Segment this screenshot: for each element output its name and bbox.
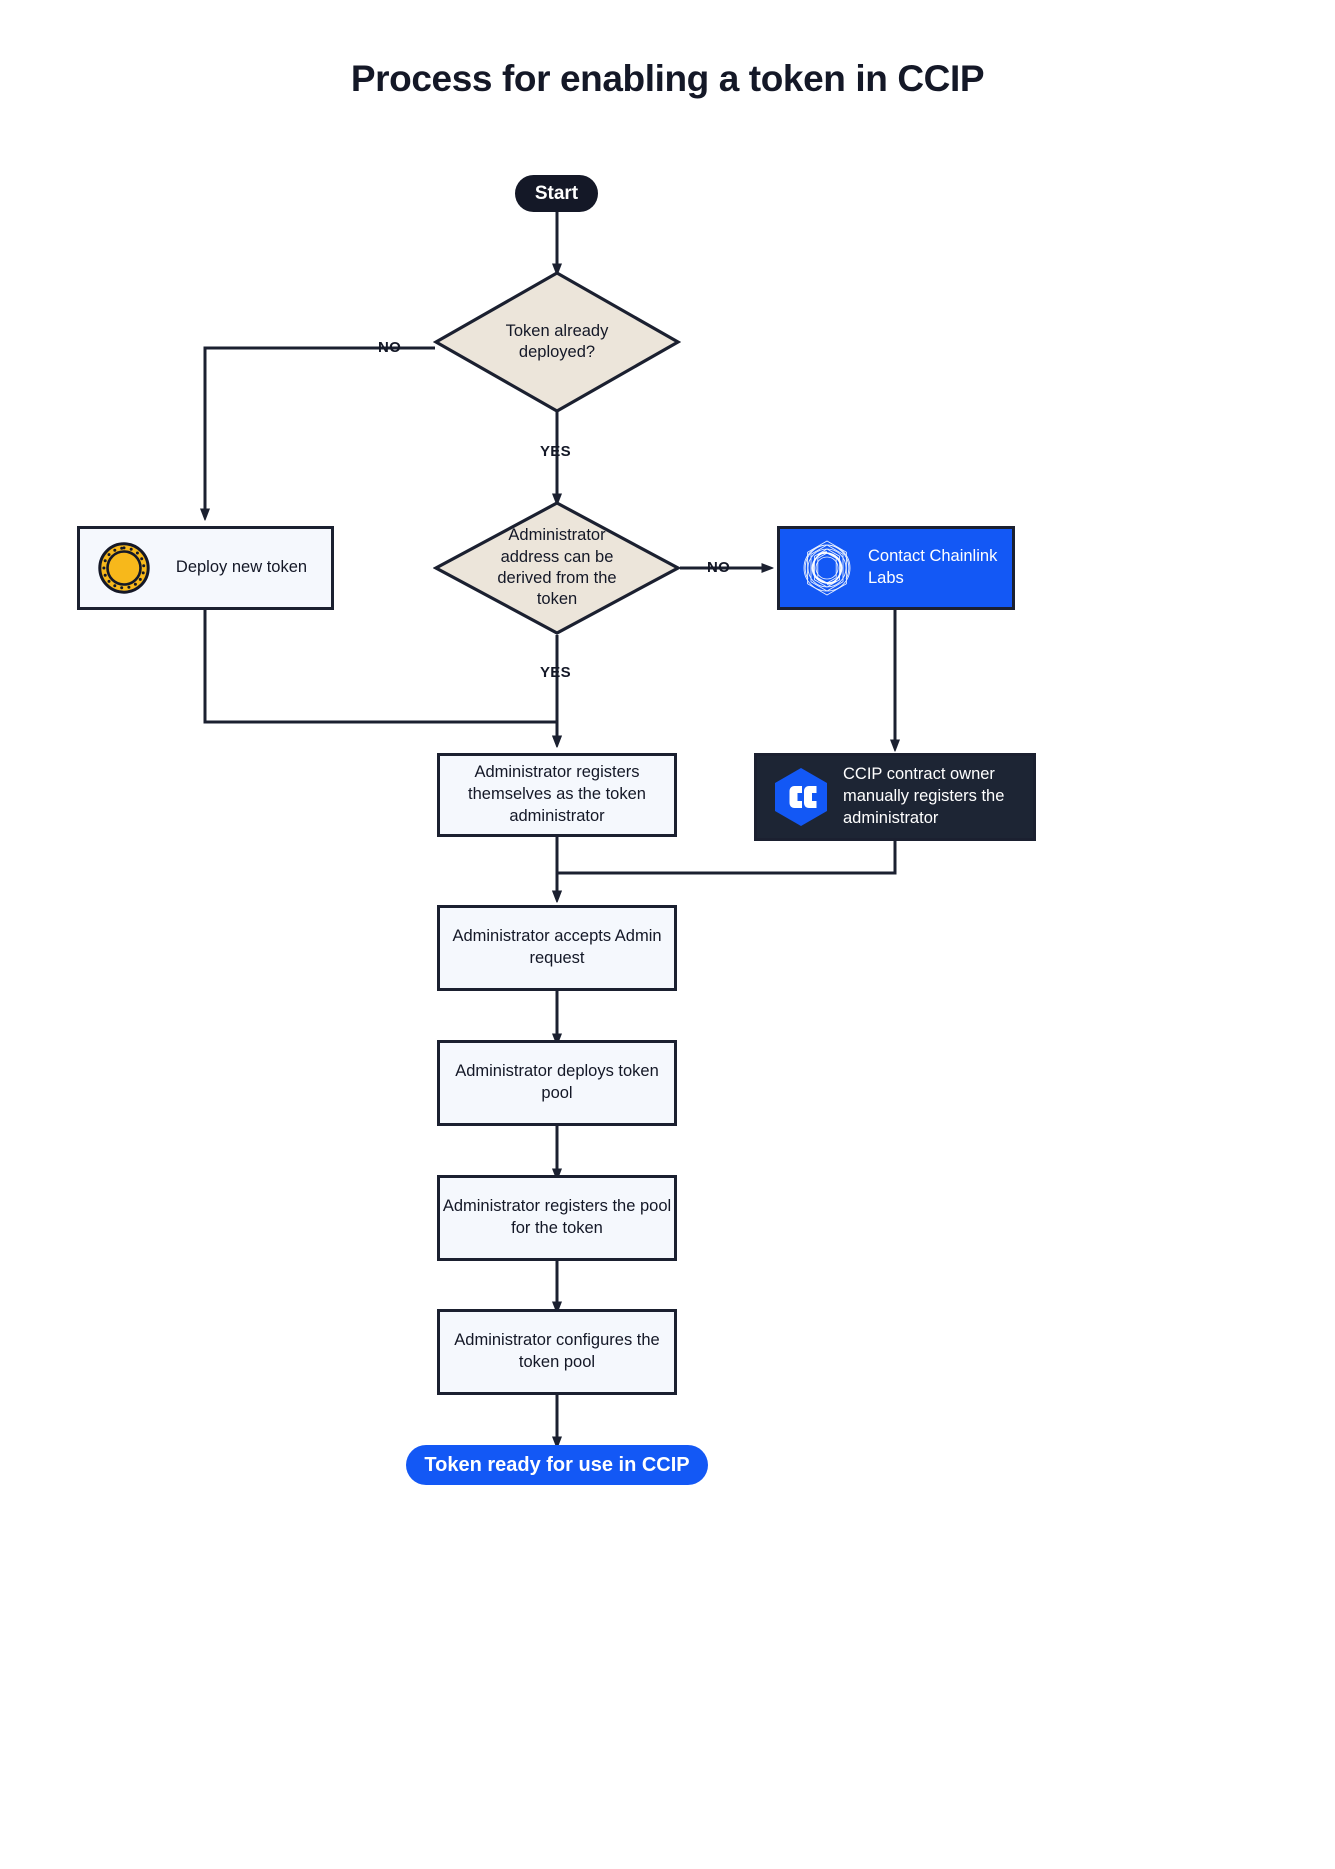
process-administrator-accepts-admin-request-label: Administrator accepts Admin request bbox=[452, 927, 662, 967]
ccip-hex-icon bbox=[771, 766, 831, 828]
gold-coin-icon bbox=[96, 540, 152, 596]
process-administrator-configures-pool-label: Administrator configures the token pool bbox=[454, 1331, 660, 1371]
start-label: Start bbox=[534, 182, 579, 204]
edge-label-no-derive: NO bbox=[707, 559, 731, 576]
process-administrator-registers-themselves[interactable]: Administrator registers themselves as th… bbox=[437, 753, 677, 837]
process-administrator-registers-pool[interactable]: Administrator registers the pool for the… bbox=[437, 1175, 677, 1261]
end-node-token-ready[interactable]: Token ready for use in CCIP bbox=[406, 1445, 708, 1485]
process-administrator-registers-pool-label: Administrator registers the pool for the… bbox=[442, 1197, 672, 1237]
edge-owner-to-accept bbox=[557, 841, 897, 897]
process-administrator-configures-pool[interactable]: Administrator configures the token pool bbox=[437, 1309, 677, 1395]
start-node[interactable]: Start bbox=[515, 175, 598, 212]
decision-token-already-deployed[interactable]: Token already deployed? bbox=[433, 270, 681, 414]
process-ccip-contract-owner-registers-label: CCIP contract owner manually registers t… bbox=[843, 765, 1005, 827]
decision-admin-address-derivable[interactable]: Administrator address can be derived fro… bbox=[433, 500, 681, 636]
edge-label-no-deployed: NO bbox=[378, 339, 402, 356]
process-deploy-new-token[interactable]: Deploy new token bbox=[77, 526, 334, 610]
edge-q1-no bbox=[205, 346, 435, 515]
process-contact-chainlink-labs-label: Contact Chainlink Labs bbox=[868, 547, 998, 587]
diamond-shape bbox=[433, 501, 681, 635]
chainlink-logo-icon bbox=[794, 535, 860, 601]
edge-label-yes-deployed: YES bbox=[540, 443, 571, 460]
diamond-shape bbox=[433, 271, 681, 413]
process-deploy-new-token-label: Deploy new token bbox=[175, 558, 308, 577]
process-contact-chainlink-labs[interactable]: Contact Chainlink Labs bbox=[777, 526, 1015, 610]
decision-admin-address-derivable-label: Administrator address can be derived fro… bbox=[497, 526, 617, 609]
page-title: Process for enabling a token in CCIP bbox=[350, 58, 985, 99]
process-ccip-contract-owner-registers[interactable]: CCIP contract owner manually registers t… bbox=[754, 753, 1036, 841]
decision-token-already-deployed-label: Token already deployed? bbox=[505, 321, 609, 361]
process-administrator-deploys-token-pool[interactable]: Administrator deploys token pool bbox=[437, 1040, 677, 1126]
process-administrator-accepts-admin-request[interactable]: Administrator accepts Admin request bbox=[437, 905, 677, 991]
process-administrator-deploys-token-pool-label: Administrator deploys token pool bbox=[455, 1062, 659, 1102]
end-label: Token ready for use in CCIP bbox=[424, 1453, 690, 1476]
process-administrator-registers-themselves-label: Administrator registers themselves as th… bbox=[468, 763, 646, 825]
edge-label-yes-derive: YES bbox=[540, 664, 571, 681]
